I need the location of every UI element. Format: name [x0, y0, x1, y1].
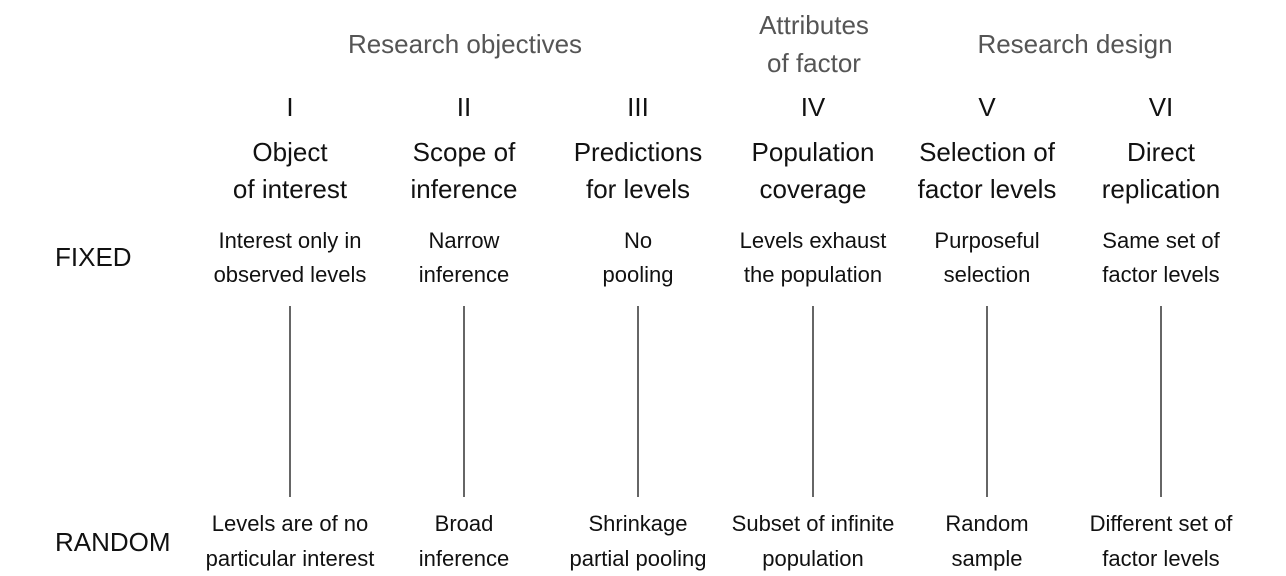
fixed-description: No pooling: [602, 228, 674, 287]
column-selection-of-factor-levels: V Selection of factor levels Purposeful …: [900, 88, 1074, 576]
fixed-description: Interest only in observed levels: [213, 228, 367, 287]
group-label-research-objectives: Research objectives: [347, 29, 583, 59]
random-description: Shrinkage partial pooling: [569, 511, 707, 571]
continuum-line: [289, 306, 291, 497]
column-population-coverage: IV Population coverage Levels exhaust th…: [726, 88, 900, 576]
continuum-line: [812, 306, 814, 497]
column-title: Selection of factor levels: [917, 137, 1057, 204]
column-numeral: II: [456, 92, 472, 122]
column-numeral: V: [978, 92, 996, 122]
column-title: Population coverage: [751, 137, 875, 204]
column-numeral: I: [286, 92, 294, 122]
column-predictions-for-levels: III Predictions for levels No pooling Sh…: [551, 88, 725, 576]
column-title: Scope of inference: [410, 137, 518, 204]
column-title: Direct replication: [1101, 137, 1221, 204]
fixed-description: Same set of factor levels: [1102, 228, 1220, 287]
random-description: Subset of infinite population: [731, 511, 895, 571]
random-description: Levels are of no particular interest: [205, 511, 375, 571]
column-title: Object of interest: [232, 137, 348, 204]
column-numeral: IV: [800, 92, 826, 122]
column-object-of-interest: I Object of interest Interest only in ob…: [203, 88, 377, 576]
group-label-research-design: Research design: [977, 29, 1173, 59]
column-title: Predictions for levels: [573, 137, 703, 204]
fixed-description: Levels exhaust the population: [739, 228, 887, 287]
random-description: Different set of factor levels: [1089, 511, 1233, 571]
random-description: Random sample: [945, 511, 1029, 571]
random-description: Broad inference: [418, 511, 510, 571]
column-numeral: III: [627, 92, 649, 122]
column-direct-replication: VI Direct replication Same set of factor…: [1074, 88, 1248, 576]
fixed-description: Purposeful selection: [934, 228, 1040, 287]
continuum-line: [637, 306, 639, 497]
continuum-line: [1160, 306, 1162, 497]
fixed-description: Narrow inference: [418, 228, 510, 287]
continuum-line: [986, 306, 988, 497]
group-label-attributes-of-factor: Attributes of factor: [759, 10, 869, 78]
continuum-line: [463, 306, 465, 497]
row-label-fixed: FIXED: [55, 242, 132, 272]
column-scope-of-inference: II Scope of inference Narrow inference B…: [377, 88, 551, 576]
column-numeral: VI: [1148, 92, 1174, 122]
row-label-random: RANDOM: [55, 527, 171, 557]
